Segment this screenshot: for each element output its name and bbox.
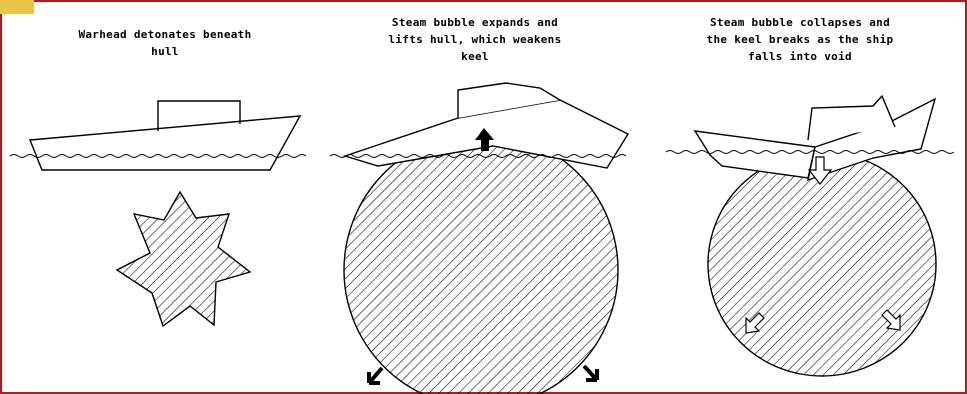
steam-bubble-expanding bbox=[344, 133, 618, 394]
ship-hull-1 bbox=[30, 116, 300, 170]
panel-3 bbox=[666, 96, 954, 376]
arrow-diagonal-icon bbox=[584, 366, 597, 380]
panel-2 bbox=[330, 83, 628, 394]
ship-hull-3 bbox=[695, 131, 815, 178]
panel-1 bbox=[10, 101, 306, 326]
arrow-diagonal-icon bbox=[369, 368, 382, 383]
star-burst-icon bbox=[117, 192, 250, 326]
steam-bubble-collapsing bbox=[708, 152, 936, 376]
